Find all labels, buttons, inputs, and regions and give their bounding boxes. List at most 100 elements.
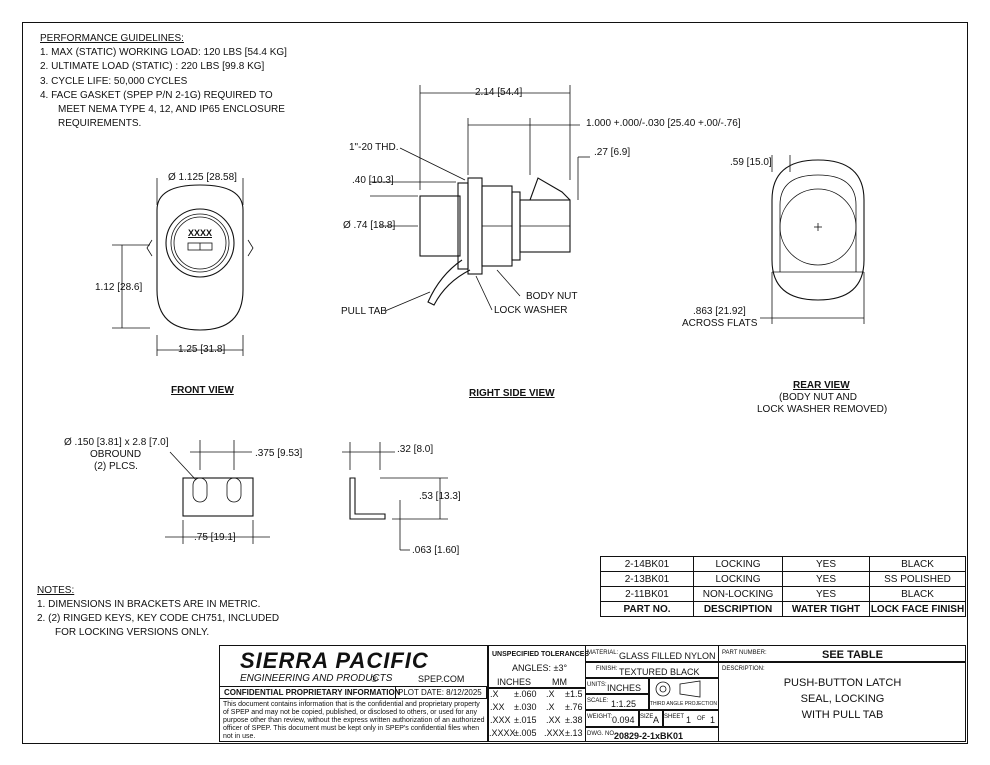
table-cell: YES — [782, 556, 870, 572]
of-value: 1 — [710, 715, 716, 725]
divider — [585, 677, 719, 679]
table-cell: LOCKING — [693, 556, 783, 572]
rear-view-drawing — [760, 155, 865, 324]
table-cell: 2-13BK01 — [600, 571, 694, 587]
dim-75: .75 [19.1] — [194, 532, 236, 543]
finish-value: TEXTURED BLACK — [619, 667, 700, 677]
tol-cell: .X — [490, 689, 499, 699]
dim-27: .27 [6.9] — [594, 147, 631, 158]
tol-cell: .XXX — [490, 715, 511, 725]
description-line: SEAL, LOCKING — [800, 693, 885, 705]
front-width-dim: 1.25 [31.8] — [178, 344, 226, 355]
performance-title: PERFORMANCE GUIDELINES: — [40, 33, 184, 44]
divider — [585, 661, 719, 663]
company-name: SIERRA PACIFIC — [240, 648, 429, 673]
company-website: SPEP.COM — [418, 674, 465, 684]
table-header: WATER TIGHT — [782, 601, 870, 617]
table-row: 2-13BK01 LOCKING YES SS POLISHED — [600, 571, 966, 587]
description-value: PUSH-BUTTON LATCH SEAL, LOCKING WITH PUL… — [719, 675, 966, 723]
weight-label: WEIGHT: — [587, 714, 612, 720]
across-flats-dim: .863 [21.92] — [693, 306, 746, 317]
material-value: GLASS FILLED NYLON — [619, 651, 716, 661]
table-cell: NON-LOCKING — [693, 586, 783, 602]
description-label: DESCRIPTION: — [722, 666, 765, 672]
table-cell: 2-14BK01 — [600, 556, 694, 572]
dim-32: .32 [8.0] — [397, 444, 434, 455]
side-view-label: RIGHT SIDE VIEW — [469, 388, 555, 399]
pull-tab-callout: PULL TAB — [341, 306, 387, 317]
performance-item: REQUIREMENTS. — [58, 118, 142, 129]
divider — [648, 677, 650, 709]
projection-label: THIRD ANGLE PROJECTION — [650, 701, 717, 707]
front-height-dim: 1.12 [28.6] — [95, 282, 143, 293]
tol-cell: ±.13 — [565, 728, 583, 738]
table-cell: BLACK — [869, 556, 966, 572]
scale-value: 1:1.25 — [611, 699, 637, 709]
divider — [662, 709, 664, 726]
side-view-drawing — [370, 85, 590, 312]
table-cell: YES — [782, 586, 870, 602]
note-item: FOR LOCKING VERSIONS ONLY. — [55, 627, 210, 638]
dim-59: .59 [15.0] — [730, 157, 772, 168]
performance-item: 3. CYCLE LIFE: 50,000 CYCLES — [40, 76, 188, 87]
tol-cell: ±.030 — [514, 702, 537, 712]
tolerance-title: UNSPECIFIED TOLERANCES — [492, 651, 590, 658]
units-value: INCHES — [607, 683, 642, 693]
note-item: 1. DIMENSIONS IN BRACKETS ARE IN METRIC. — [37, 599, 261, 610]
table-cell: SS POLISHED — [869, 571, 966, 587]
tab-side-drawing — [342, 442, 448, 551]
front-dia-dim: Ø 1.125 [28.58] — [168, 172, 237, 183]
divider — [489, 687, 585, 689]
obround-dim: Ø .150 [3.81] x 2.8 [7.0] — [64, 437, 169, 448]
dim-53: .53 [13.3] — [419, 491, 461, 502]
description-line: WITH PULL TAB — [801, 709, 884, 721]
registered-mark: ® — [371, 674, 378, 684]
of-label: OF — [697, 716, 706, 722]
performance-item: 1. MAX (STATIC) WORKING LOAD: 120 LBS [5… — [40, 47, 287, 58]
plot-date: PLOT DATE: 8/12/2025 — [398, 688, 482, 697]
material-label: MATERIAL: — [587, 650, 619, 656]
units-label: UNITS: — [587, 682, 607, 688]
obround-label: OBROUND — [90, 449, 142, 460]
body-nut-callout: BODY NUT — [526, 291, 578, 302]
table-row: 2-11BK01 NON-LOCKING YES BLACK — [600, 586, 966, 602]
weight-value: 0.094 — [612, 715, 635, 725]
table-header: PART NO. — [600, 601, 694, 617]
part-number-value: SEE TABLE — [822, 649, 883, 661]
overall-length-dim: 2.14 [54.4] — [475, 87, 523, 98]
dia-74: Ø .74 [18.8] — [343, 220, 396, 231]
table-header-row: PART NO. DESCRIPTION WATER TIGHT LOCK FA… — [600, 601, 966, 617]
table-cell: LOCKING — [693, 571, 783, 587]
notes-title: NOTES: — [37, 585, 75, 596]
table-cell: YES — [782, 571, 870, 587]
tol-cell: .XX — [490, 702, 505, 712]
rear-view-sub2: LOCK WASHER REMOVED) — [757, 404, 888, 415]
tol-cell: .X — [546, 689, 555, 699]
tol-cell: ±.015 — [514, 715, 537, 725]
dim-063: .063 [1.60] — [412, 545, 460, 556]
part-number-label: PART NUMBER: — [722, 650, 767, 656]
divider — [719, 661, 966, 663]
dim-40: .40 [10.3] — [352, 175, 394, 186]
tolerance-mm-label: MM — [552, 677, 567, 687]
dwg-number: 20829-2-1xBK01 — [614, 731, 684, 741]
table-row: 2-14BK01 LOCKING YES BLACK — [600, 556, 966, 572]
key-marking: XXXX — [187, 228, 212, 238]
tol-cell: ±.76 — [565, 702, 583, 712]
tolerance-inches-label: INCHES — [497, 677, 532, 687]
tol-cell: .X — [546, 702, 555, 712]
scale-label: SCALE: — [587, 698, 609, 704]
tol-cell: ±.38 — [565, 715, 583, 725]
confidential-label: CONFIDENTIAL PROPRIETARY INFORMATION — [224, 688, 401, 697]
divider — [638, 709, 640, 726]
tol-cell: ±.060 — [514, 689, 537, 699]
thread-callout: 1"-20 THD. — [349, 142, 399, 153]
parts-table: 2-14BK01 LOCKING YES BLACK 2-13BK01 LOCK… — [600, 556, 966, 617]
divider — [487, 645, 489, 742]
drawing-border — [22, 22, 968, 744]
company-tagline: ENGINEERING AND PRODUCTS — [240, 673, 393, 684]
tol-cell: .XXX — [544, 728, 565, 738]
rear-view-sub1: (BODY NUT AND — [779, 392, 857, 403]
table-cell: BLACK — [869, 586, 966, 602]
